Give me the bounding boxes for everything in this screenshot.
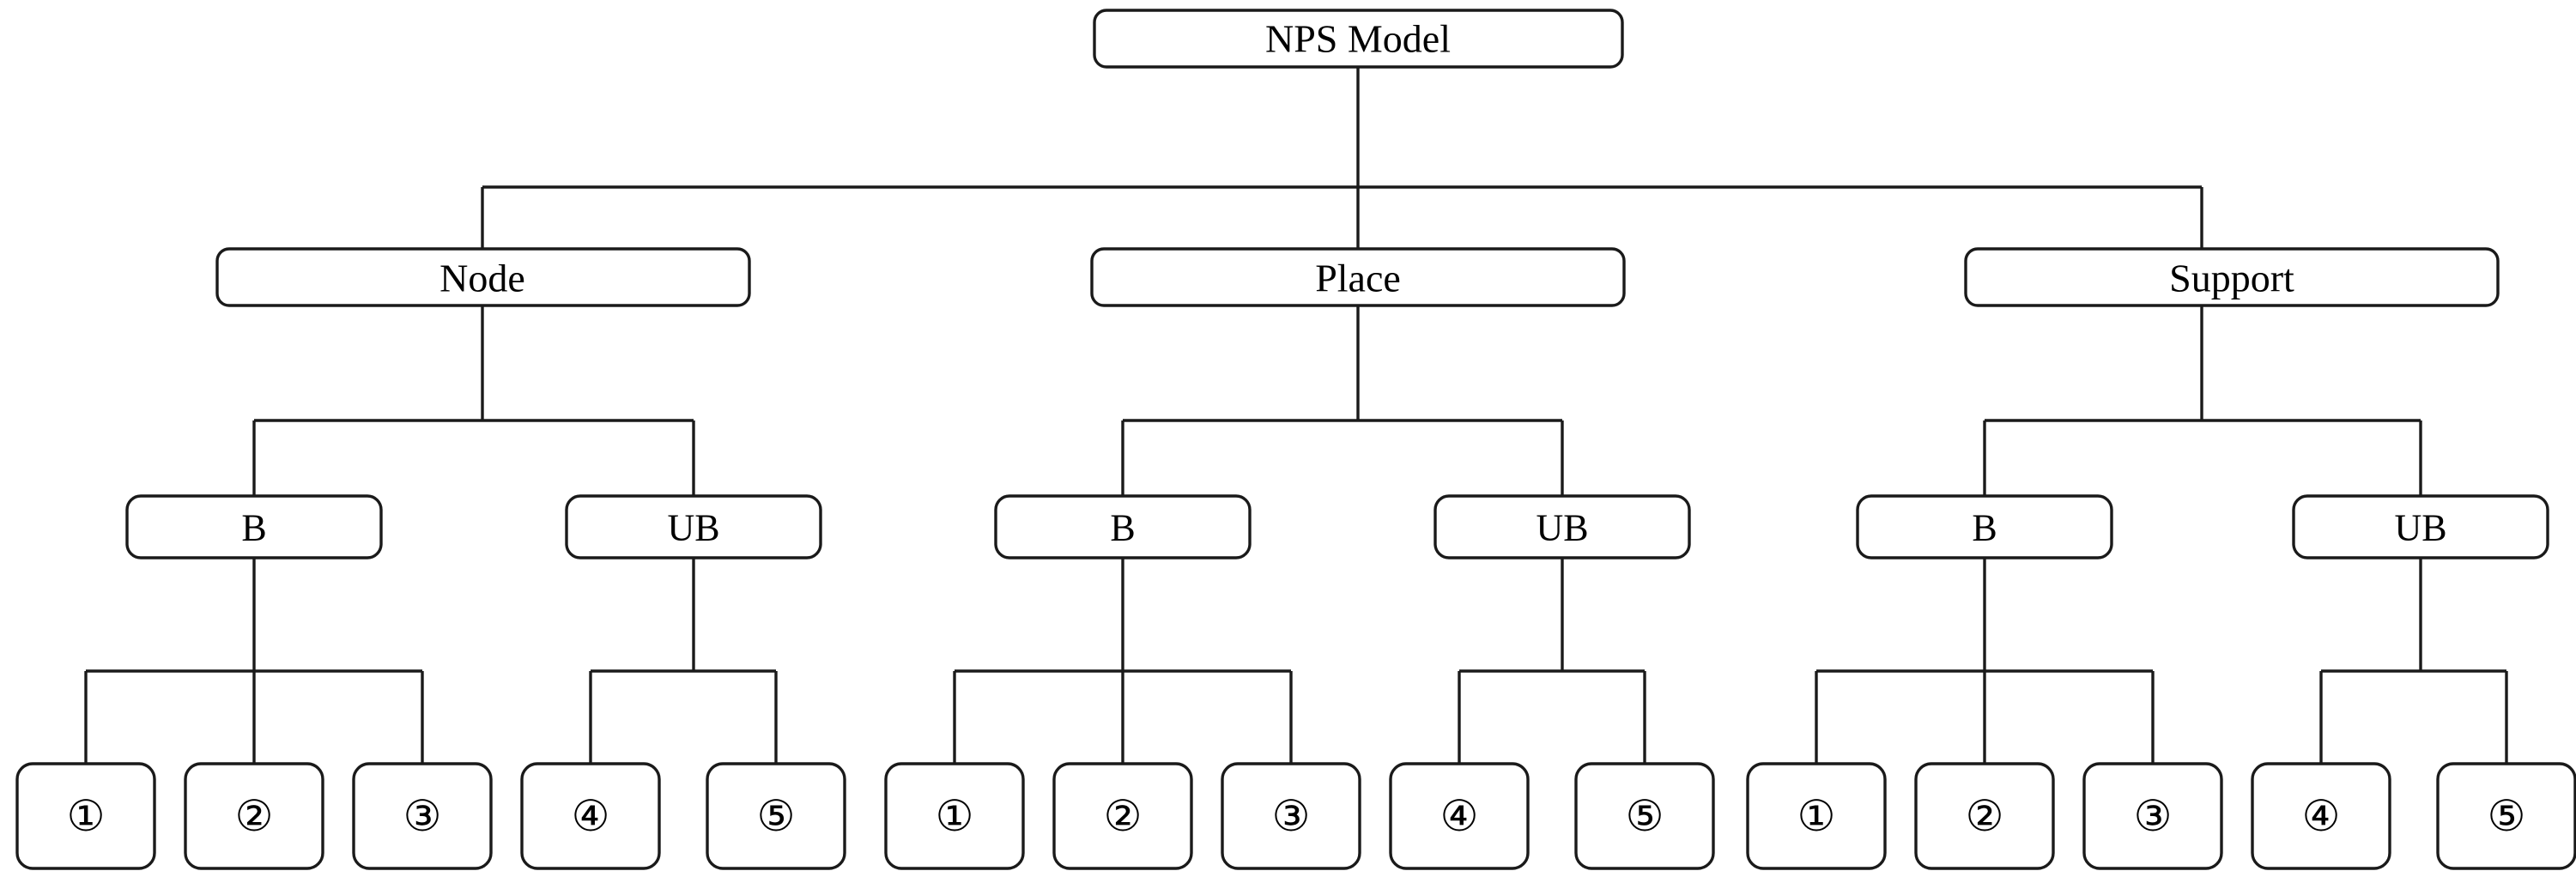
subcategory-box-support-ub[interactable] (2292, 494, 2549, 559)
leaf-label-node-ub-item-2: ⑤ (757, 792, 796, 840)
leaf-label-place-ub-item-2: ⑤ (1626, 792, 1664, 840)
leaf-label-place-ub-item-1: ④ (1440, 792, 1479, 840)
leaf-label-node-b-item-3: ③ (403, 792, 442, 840)
subcategory-box-support-b[interactable] (1856, 494, 2113, 559)
leaf-label-place-b-item-3: ③ (1272, 792, 1311, 840)
root-node-box[interactable] (1093, 9, 1624, 69)
leaf-label-support-ub-item-1: ④ (2302, 792, 2341, 840)
leaf-box-place-ub-item-2[interactable] (1574, 762, 1715, 870)
category-box-place[interactable] (1090, 247, 1626, 307)
leaf-label-node-b-item-1: ① (67, 792, 106, 840)
leaf-box-support-b-item-1[interactable] (1746, 762, 1887, 870)
leaf-box-support-ub-item-2[interactable] (2436, 762, 2576, 870)
category-label-place: Place (1315, 257, 1401, 300)
leaf-box-node-b-item-2[interactable] (184, 762, 324, 870)
subcategory-box-node-ub[interactable] (565, 494, 822, 559)
leaf-box-support-b-item-2[interactable] (1914, 762, 2055, 870)
leaf-box-node-b-item-1[interactable] (15, 762, 156, 870)
subcategory-label-node-b: B (241, 507, 266, 549)
leaf-label-place-b-item-1: ① (936, 792, 974, 840)
subcategory-box-node-b[interactable] (125, 494, 383, 559)
subcategory-box-place-ub[interactable] (1433, 494, 1691, 559)
category-label-node: Node (439, 257, 525, 300)
subcategory-label-node-ub: UB (667, 507, 719, 549)
leaf-box-node-ub-item-2[interactable] (706, 762, 846, 870)
connectors-layer (84, 67, 2508, 764)
subcategory-label-support-ub: UB (2394, 507, 2446, 549)
subcategory-box-place-b[interactable] (994, 494, 1252, 559)
leaf-box-node-ub-item-1[interactable] (520, 762, 661, 870)
root-node-label: NPS Model (1265, 17, 1451, 61)
leaf-box-place-b-item-1[interactable] (884, 762, 1025, 870)
category-label-support: Support (2169, 257, 2294, 300)
leaf-label-support-b-item-3: ③ (2134, 792, 2173, 840)
subcategory-label-place-ub: UB (1536, 507, 1588, 549)
category-box-node[interactable] (215, 247, 751, 307)
leaf-label-support-b-item-2: ② (1966, 792, 2004, 840)
leaf-box-support-b-item-3[interactable] (2082, 762, 2223, 870)
leaf-label-node-b-item-2: ② (235, 792, 274, 840)
leaf-box-place-b-item-2[interactable] (1052, 762, 1193, 870)
leaf-box-node-b-item-3[interactable] (352, 762, 493, 870)
leaf-box-place-ub-item-1[interactable] (1389, 762, 1530, 870)
leaf-box-place-b-item-3[interactable] (1221, 762, 1361, 870)
subcategory-label-support-b: B (1972, 507, 1997, 549)
leaf-box-support-ub-item-1[interactable] (2251, 762, 2391, 870)
category-box-support[interactable] (1964, 247, 2500, 307)
leaf-label-node-ub-item-1: ④ (572, 792, 610, 840)
leaf-label-support-b-item-1: ① (1797, 792, 1836, 840)
leaf-label-support-ub-item-2: ⑤ (2488, 792, 2526, 840)
boxes-layer (15, 9, 2576, 870)
leaf-label-place-b-item-2: ② (1104, 792, 1143, 840)
subcategory-label-place-b: B (1110, 507, 1135, 549)
